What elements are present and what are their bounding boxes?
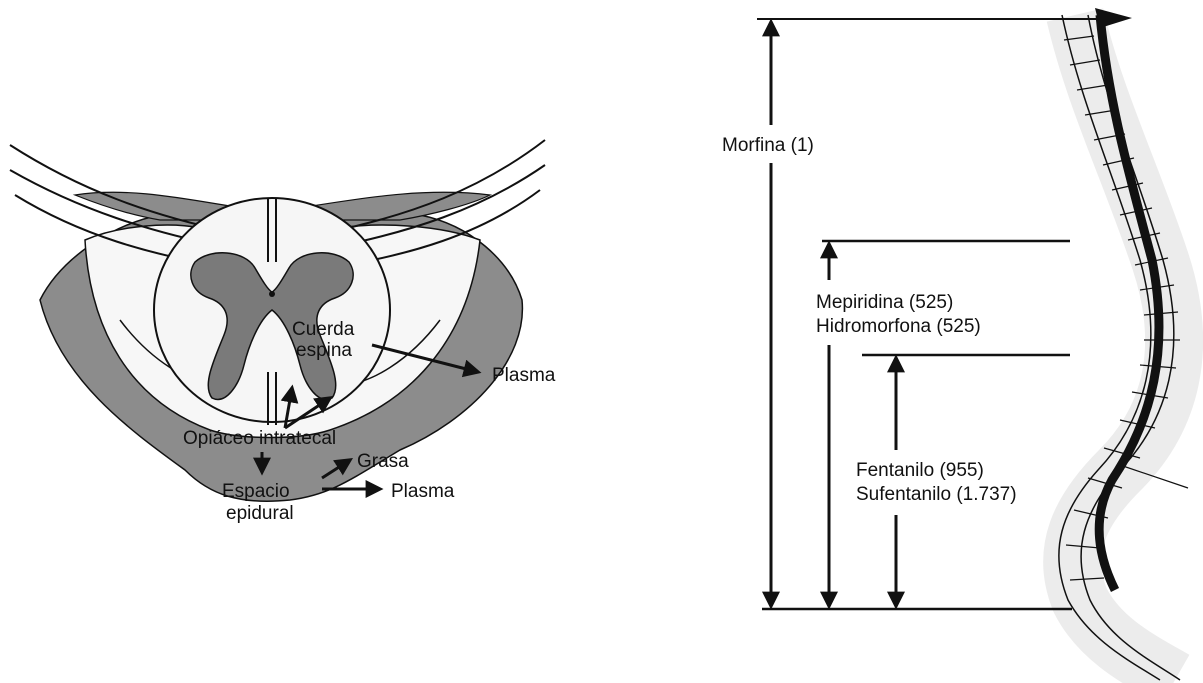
- label-cord-line1: Cuerda: [292, 319, 355, 340]
- label-plasma-lower: Plasma: [391, 481, 455, 502]
- spinal-cross-section: Cuerda espina Plasma Opiáceo intratecal …: [10, 140, 556, 524]
- label-intrathecal-opioid: Opiáceo intratecal: [183, 428, 336, 449]
- label-morphine: Morfina (1): [722, 135, 814, 156]
- label-epidural-line1: Espacio: [222, 481, 290, 502]
- spine-illustration: [1059, 8, 1188, 680]
- label-epidural-line2: epidural: [226, 503, 294, 524]
- label-meperidine: Mepiridina (525): [816, 292, 953, 313]
- label-hydromorphone: Hidromorfona (525): [816, 316, 981, 337]
- label-sufentanil: Sufentanilo (1.737): [856, 484, 1017, 505]
- label-plasma-upper: Plasma: [492, 365, 556, 386]
- label-fentanyl: Fentanilo (955): [856, 460, 984, 481]
- label-fat: Grasa: [357, 451, 409, 472]
- rostral-spread-diagram: Morfina (1) Mepiridina (525) Hidromorfon…: [722, 8, 1188, 680]
- label-cord-line2: espina: [296, 340, 352, 361]
